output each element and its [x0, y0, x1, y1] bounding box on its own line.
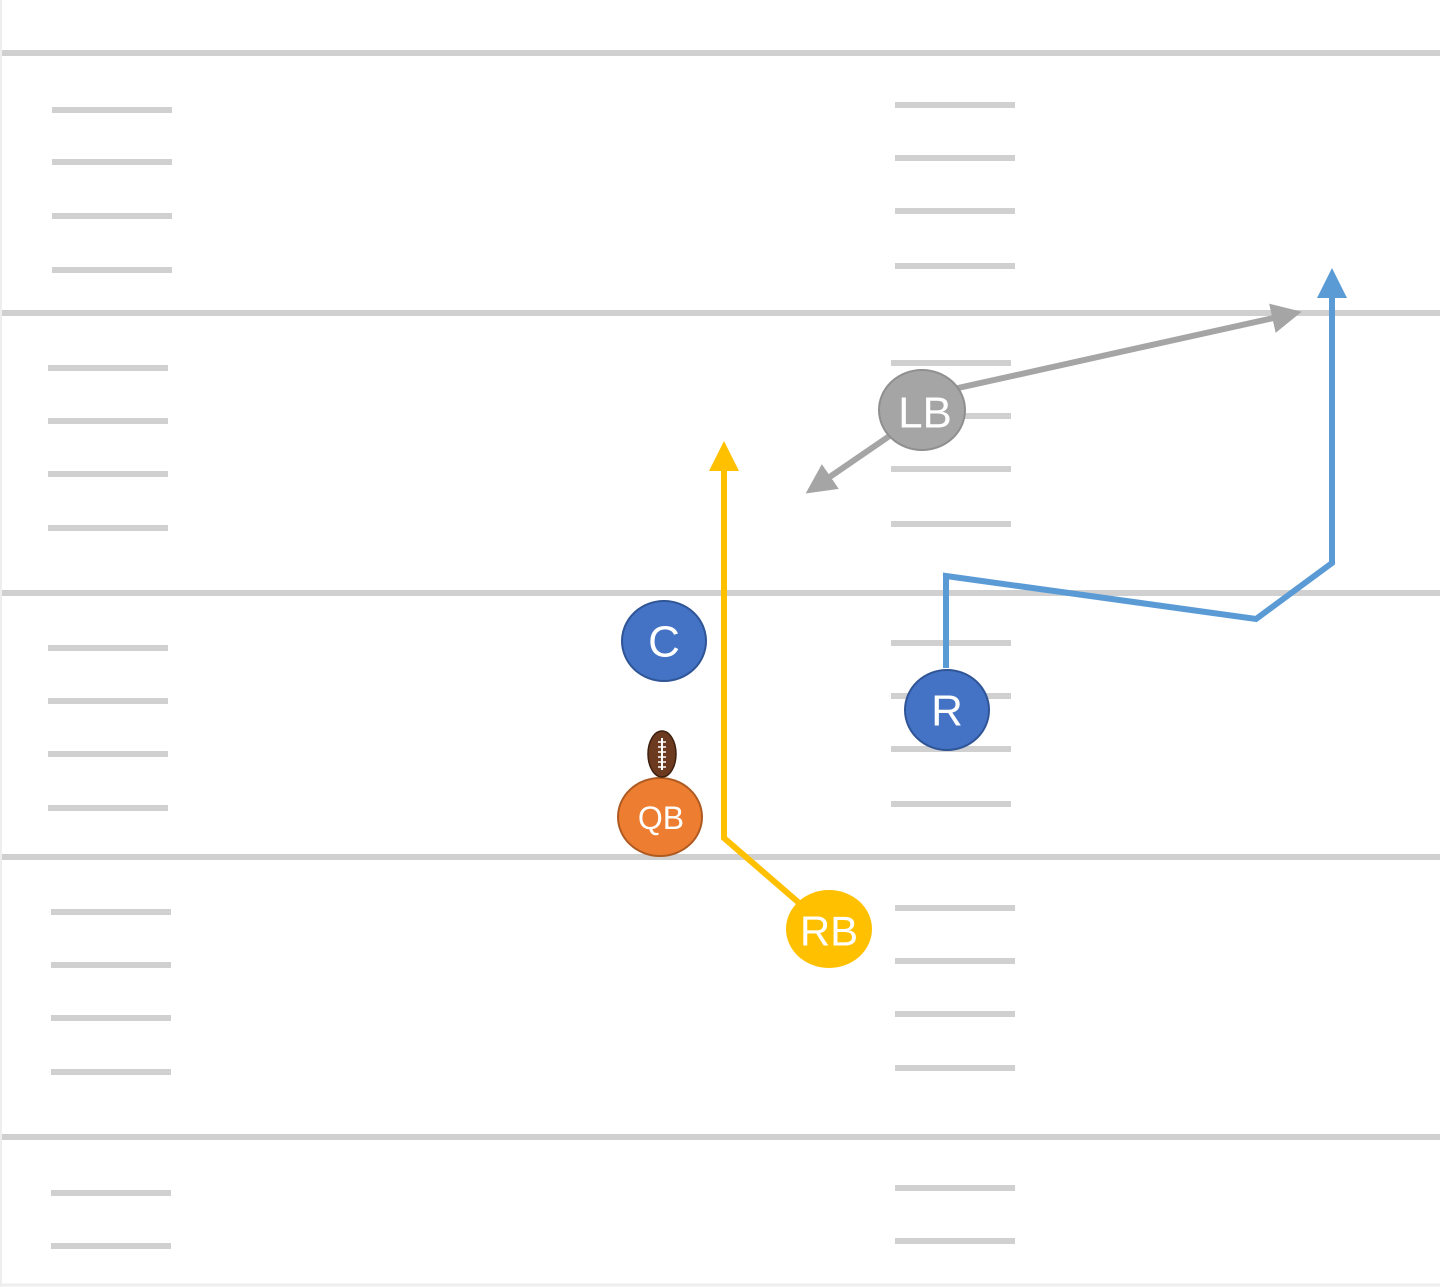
center-player-circle [621, 600, 707, 682]
receiver-route [943, 268, 1347, 668]
linebacker-deep-route [921, 303, 1302, 399]
left-hash-marks [48, 107, 172, 1249]
quarterback-player: QB [617, 777, 703, 857]
center-player-label: C [648, 618, 680, 667]
linebacker-player-circle [878, 369, 966, 451]
receiver-player-label: R [931, 687, 963, 736]
receiver-player-circle [904, 669, 990, 751]
receiver-player: R [904, 669, 990, 751]
linebacker-player-label: LB [898, 389, 952, 438]
center-player: C [621, 600, 707, 682]
linebacker-player: LB [878, 369, 966, 451]
running-back-player-circle [786, 890, 872, 968]
football-icon [647, 730, 677, 778]
running-back-player-label: RB [800, 908, 858, 955]
running-back-player: RB [786, 890, 872, 968]
running-back-route [709, 441, 830, 931]
quarterback-player-label: QB [638, 800, 684, 836]
quarterback-player-circle [617, 777, 703, 857]
